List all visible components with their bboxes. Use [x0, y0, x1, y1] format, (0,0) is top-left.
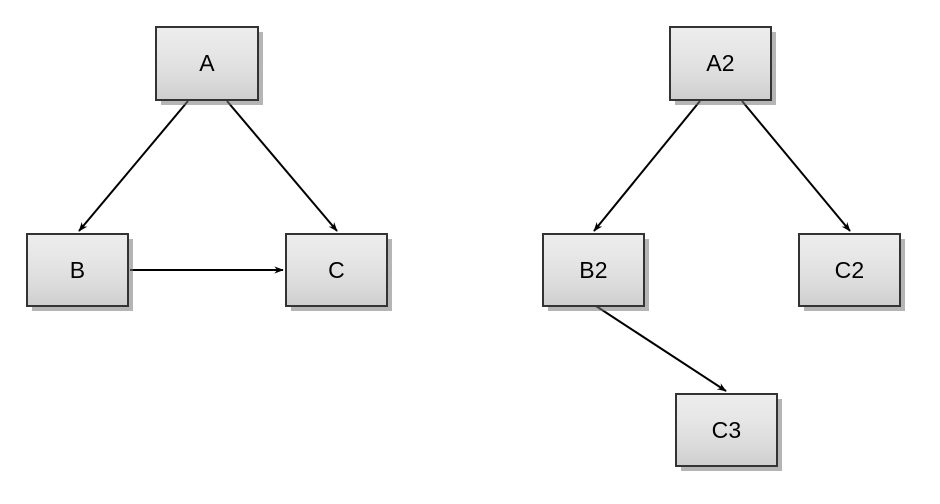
node-c3[interactable]: C3 — [675, 393, 778, 467]
edge-a2-to-c2[interactable] — [741, 100, 851, 232]
node-label-b: B — [69, 256, 86, 283]
node-b[interactable]: B — [26, 233, 129, 307]
node-label-a2: A2 — [706, 50, 735, 76]
node-a[interactable]: A — [155, 26, 259, 101]
node-c[interactable]: C — [285, 233, 388, 307]
node-c2[interactable]: C2 — [798, 233, 901, 307]
node-label-b2: B2 — [579, 256, 608, 283]
edge-a-to-b[interactable] — [78, 100, 189, 232]
node-a2[interactable]: A2 — [669, 26, 772, 101]
node-label-a: A — [199, 50, 215, 76]
node-label-c3: C3 — [711, 416, 742, 443]
node-b2[interactable]: B2 — [542, 233, 645, 307]
edge-b2-to-c3[interactable] — [595, 305, 727, 392]
node-label-c: C — [328, 256, 345, 283]
node-label-c2: C2 — [834, 256, 865, 283]
edge-a-to-c[interactable] — [226, 100, 338, 232]
edge-a2-to-b2[interactable] — [593, 100, 701, 232]
